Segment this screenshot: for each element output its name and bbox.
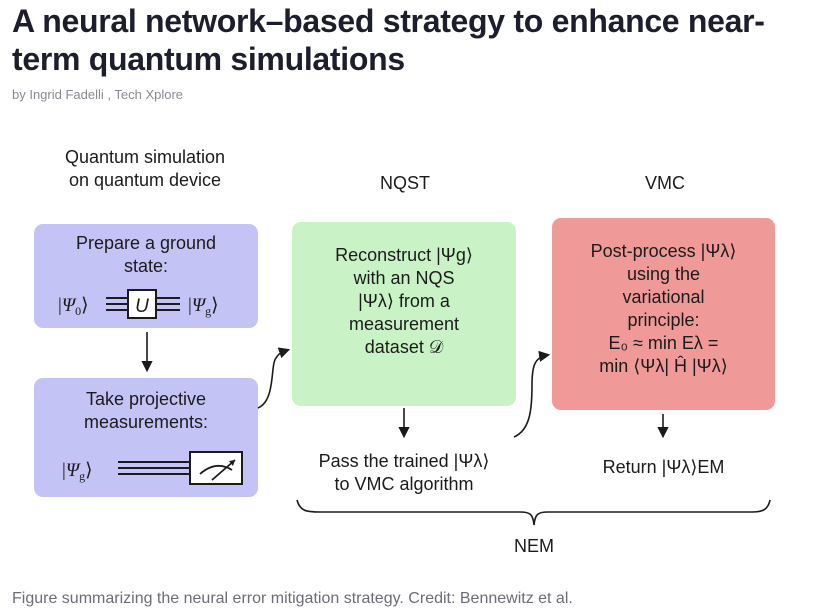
arrow-measure-to-nqst [257, 347, 291, 409]
postprocess-line-1: Post-process |Ψλ⟩ [590, 241, 737, 261]
nem-figure: Quantum simulation on quantum device NQS… [0, 130, 816, 585]
reconstruct-line-4: measurement [348, 314, 460, 334]
column-title-nqst: NQST [379, 173, 430, 193]
postprocess-vmc-box: Post-process |Ψλ⟩ using the variational … [552, 218, 775, 410]
pass-line-2: to VMC algorithm [334, 474, 474, 494]
projective-measurements-box: Take projective measurements: |Ψg⟩ [34, 378, 258, 497]
reconstruct-nqs-box: Reconstruct |Ψg⟩ with an NQS |Ψλ⟩ from a… [292, 222, 516, 406]
nem-brace [296, 499, 771, 526]
reconstruct-line-2: with an NQS [353, 268, 455, 288]
pass-trained-label: Pass the trained |Ψλ⟩ to VMC algorithm [292, 450, 516, 496]
pass-line-1: Pass the trained |Ψλ⟩ [318, 451, 490, 471]
figure-caption: Figure summarizing the neural error miti… [12, 590, 573, 607]
postprocess-line-6: min ⟨Ψλ| Ĥ |Ψλ⟩ [599, 356, 728, 376]
arrow-pass-to-vmc [513, 350, 551, 438]
reconstruct-line-3: |Ψλ⟩ from a [358, 291, 450, 311]
connector-arrows [141, 332, 771, 526]
reconstruct-line-5: dataset 𝒟 [364, 337, 444, 357]
article-byline: by Ingrid Fadelli , Tech Xplore [12, 87, 184, 102]
nem-brace-label: NEM [514, 536, 554, 556]
input-state-label: |Ψ0⟩ [58, 295, 89, 318]
prepare-ground-state-box: Prepare a ground state: |Ψ0⟩ U |Ψg⟩ [34, 224, 258, 328]
measurement-circuit-icon: |Ψg⟩ [62, 451, 243, 485]
measured-state-label: |Ψg⟩ [62, 460, 93, 483]
unitary-gate [127, 289, 157, 319]
prepare-title: Prepare a ground state: [75, 233, 217, 276]
postprocess-line-2: using the [626, 264, 701, 284]
gate-label: U [135, 296, 149, 317]
return-label: Return |Ψλ⟩EM [602, 457, 725, 477]
measure-title: Take projective measurements: [83, 389, 209, 432]
output-state-label: |Ψg⟩ [188, 295, 219, 318]
measurement-meter-icon [189, 451, 243, 485]
postprocess-line-3: variational [622, 287, 705, 307]
postprocess-line-4: principle: [627, 310, 700, 330]
column-title-quantum: Quantum simulation on quantum device [60, 146, 230, 192]
column-title-vmc: VMC [645, 173, 685, 193]
article-headline: A neural network–based strategy to enhan… [12, 3, 765, 77]
reconstruct-line-1: Reconstruct |Ψg⟩ [335, 245, 473, 265]
unitary-circuit-icon: |Ψ0⟩ U |Ψg⟩ [58, 289, 219, 319]
postprocess-line-5: E₀ ≈ min Eλ = [608, 333, 719, 353]
column-title-quantum-text: Quantum simulation on quantum device [64, 147, 226, 190]
